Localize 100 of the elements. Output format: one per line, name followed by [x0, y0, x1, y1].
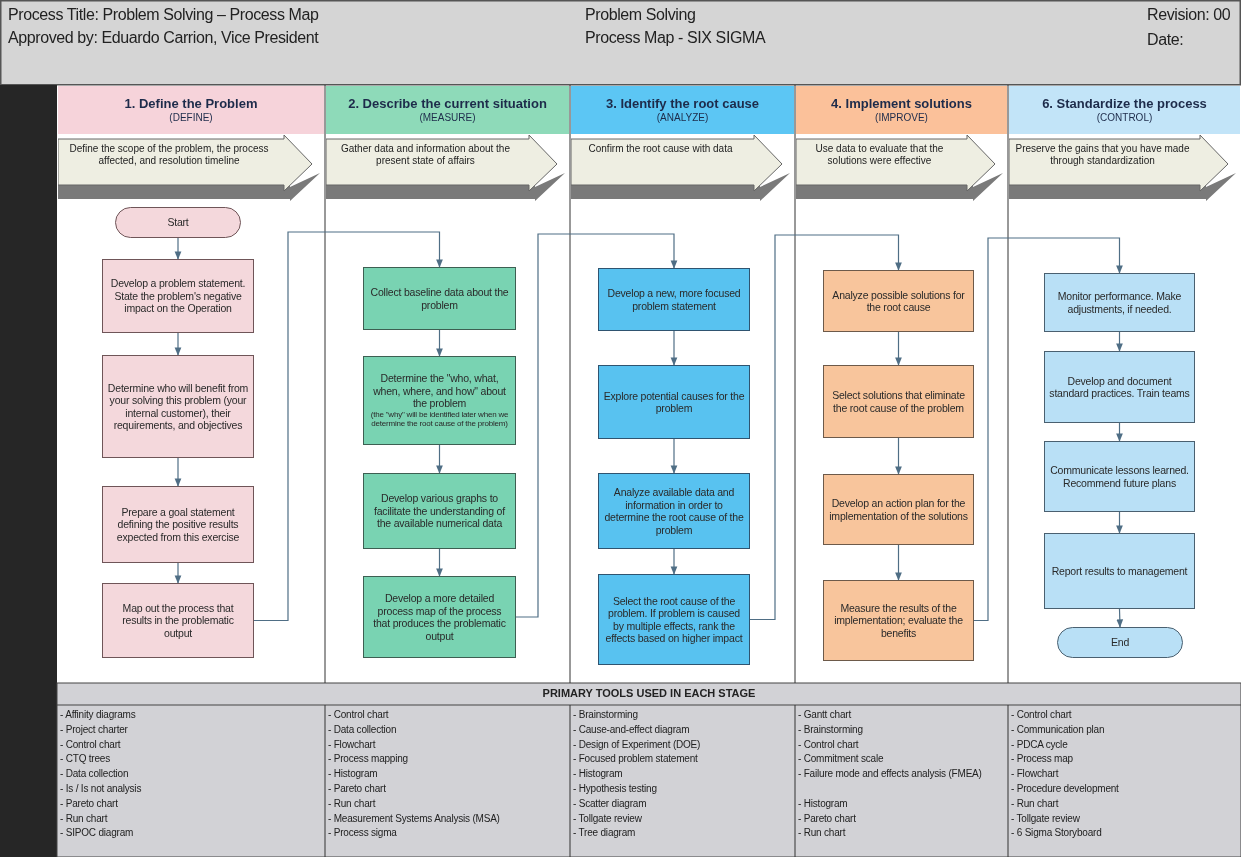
connector-arrow — [515, 233, 678, 618]
phase-header — [326, 86, 569, 134]
tool-item: - SIPOC diagram — [60, 826, 135, 840]
tool-item: - Control chart — [798, 737, 860, 751]
connector-arrow — [749, 234, 902, 621]
step-text: Map out the process that results in the problematic output — [121, 601, 235, 640]
step-text: Prepare a goal statement defining the positive results expected from this exercise — [115, 505, 241, 544]
phase-title: 6. Standardize the process — [1042, 96, 1207, 112]
stage-description: Preserve the gains that you have made through standardization — [1015, 143, 1190, 167]
tool-item: - Data collection — [60, 767, 130, 781]
process-box — [598, 574, 750, 665]
connector-arrow — [973, 237, 1123, 622]
tool-item: - Tree diagram — [573, 826, 637, 840]
step-note: (the "why" will be identified later when we determine the root cause of the problem) — [369, 409, 510, 429]
tool-item: - Measurement Systems Analysis (MSA) — [328, 811, 501, 825]
connector-arrow — [1116, 422, 1123, 442]
tool-item: - Histogram — [328, 767, 379, 781]
process-box — [363, 356, 516, 445]
tool-item: - Run chart — [798, 826, 847, 840]
connector-arrow — [670, 330, 678, 366]
phase-code: (IMPROVE) — [875, 112, 928, 124]
step-text: Monitor performance. Make adjustments, if needed. — [1056, 290, 1183, 315]
step-text: Develop a new, more focused problem statement — [606, 287, 742, 312]
date-field-label: Date: — [1147, 31, 1184, 49]
stage-description: Gather data and information about the present state of affairs — [340, 143, 511, 167]
phase-code: (ANALYZE) — [656, 112, 709, 124]
process-box — [598, 473, 750, 549]
tool-item: - Cause-and-effect diagram — [573, 722, 691, 736]
tool-item: - Commitment scale — [798, 752, 885, 766]
tool-item: - Gantt chart — [798, 708, 852, 721]
label-title: Process Title: Problem Solving – Process Map — [8, 6, 319, 24]
step-text: Analyze possible solutions for the root cause — [831, 288, 966, 314]
stage-description: Define the scope of the problem, the process affected, and resolution timeline — [68, 143, 270, 167]
phase-header — [796, 86, 1007, 134]
step-text: Develop and document standard practices. Train teams — [1049, 374, 1190, 400]
phase-title: 4. Implement solutions — [831, 96, 972, 112]
chart-title: Problem Solving — [585, 6, 696, 24]
terminal-shape — [115, 207, 241, 238]
terminal-label: End — [1110, 636, 1130, 649]
process-box — [823, 365, 974, 438]
process-box — [1044, 351, 1195, 423]
stage-description: Confirm the root cause with data — [587, 143, 734, 155]
tool-item: - Focused problem statement — [573, 752, 699, 766]
connector-arrow — [1116, 511, 1123, 534]
connector-arrow — [895, 331, 902, 366]
connector-arrow — [174, 332, 182, 356]
phase-title: 2. Describe the current situation — [348, 96, 547, 112]
terminal-label: Start — [167, 216, 189, 229]
tool-item: - Pareto chart — [328, 782, 387, 795]
tool-item: - Scatter diagram — [573, 796, 648, 810]
tool-item: - CTQ trees — [60, 752, 112, 766]
connector-arrow — [1116, 331, 1123, 352]
process-box — [363, 576, 516, 658]
process-box — [102, 259, 254, 333]
tool-item: - Failure mode and effects analysis (FMEA) — [798, 767, 983, 781]
step-text: Develop various graphs to facilitate the understanding of the available numerical data — [373, 492, 506, 530]
tool-item: - Brainstorming — [573, 708, 639, 721]
tool-item: - Control chart — [1011, 708, 1073, 721]
tool-item: - Control chart — [60, 737, 122, 751]
process-box — [102, 583, 254, 658]
tool-item: - PDCA cycle — [1011, 737, 1069, 751]
step-text: Select the root cause of the problem. If problem is caused by multiple effects, rank the effects based on higher impact — [604, 594, 744, 645]
tool-item: - Brainstorming — [798, 722, 864, 736]
process-box — [1044, 441, 1195, 512]
step-text: Determine who will benefit from your solving this problem (your internal customer), their requirements, and objectives — [107, 381, 249, 432]
step-text: Communicate lessons learned. Recommend future plans — [1049, 464, 1190, 489]
step-text: Report results to management — [1051, 564, 1188, 578]
step-text: Explore potential causes for the problem — [603, 389, 745, 415]
step-text: Analyze available data and information in order to determine the root cause of the problem — [603, 486, 745, 536]
phase-header — [571, 86, 794, 134]
process-box — [363, 473, 516, 549]
tool-item: - Histogram — [573, 767, 624, 781]
step-text: Develop a more detailed process map of the process that produces the problematic output — [372, 592, 507, 642]
phase-header — [58, 86, 324, 134]
connector-arrow — [436, 548, 443, 577]
process-box — [102, 355, 254, 458]
terminal-shape — [1057, 627, 1183, 658]
connector-arrow — [174, 457, 182, 487]
connector-arrow — [174, 237, 182, 260]
connector-arrow — [1116, 608, 1124, 628]
tool-item: - Design of Experiment (DOE) — [573, 737, 702, 751]
tool-item: - Flowchart — [328, 737, 377, 751]
tool-item: - Hypothesis testing — [573, 782, 658, 795]
tool-item: - Project charter — [60, 722, 129, 736]
process-box — [823, 580, 974, 661]
step-text: Collect baseline data about the problem — [369, 286, 510, 311]
connector-arrow — [895, 544, 902, 581]
tool-item: - Process map — [1011, 752, 1074, 766]
connector-arrow — [253, 231, 443, 622]
step-text: Determine the "who, what, when, where, and how" about the problem — [372, 372, 507, 410]
tool-item: - 6 Sigma Storyboard — [1011, 826, 1103, 840]
stage-description: Use data to evaluate that the solutions were effective — [814, 143, 945, 167]
phase-code: (MEASURE) — [419, 112, 476, 124]
tool-item: - Pareto chart — [798, 811, 857, 825]
phase-title: 1. Define the Problem — [124, 96, 258, 112]
phase-title: 3. Identify the root cause — [605, 96, 760, 112]
step-text: Develop an action plan for the implementation of the solutions — [828, 497, 969, 522]
phase-code: (DEFINE) — [169, 112, 213, 124]
revision-number: Revision: 00 — [1147, 6, 1231, 24]
process-box — [823, 474, 974, 545]
